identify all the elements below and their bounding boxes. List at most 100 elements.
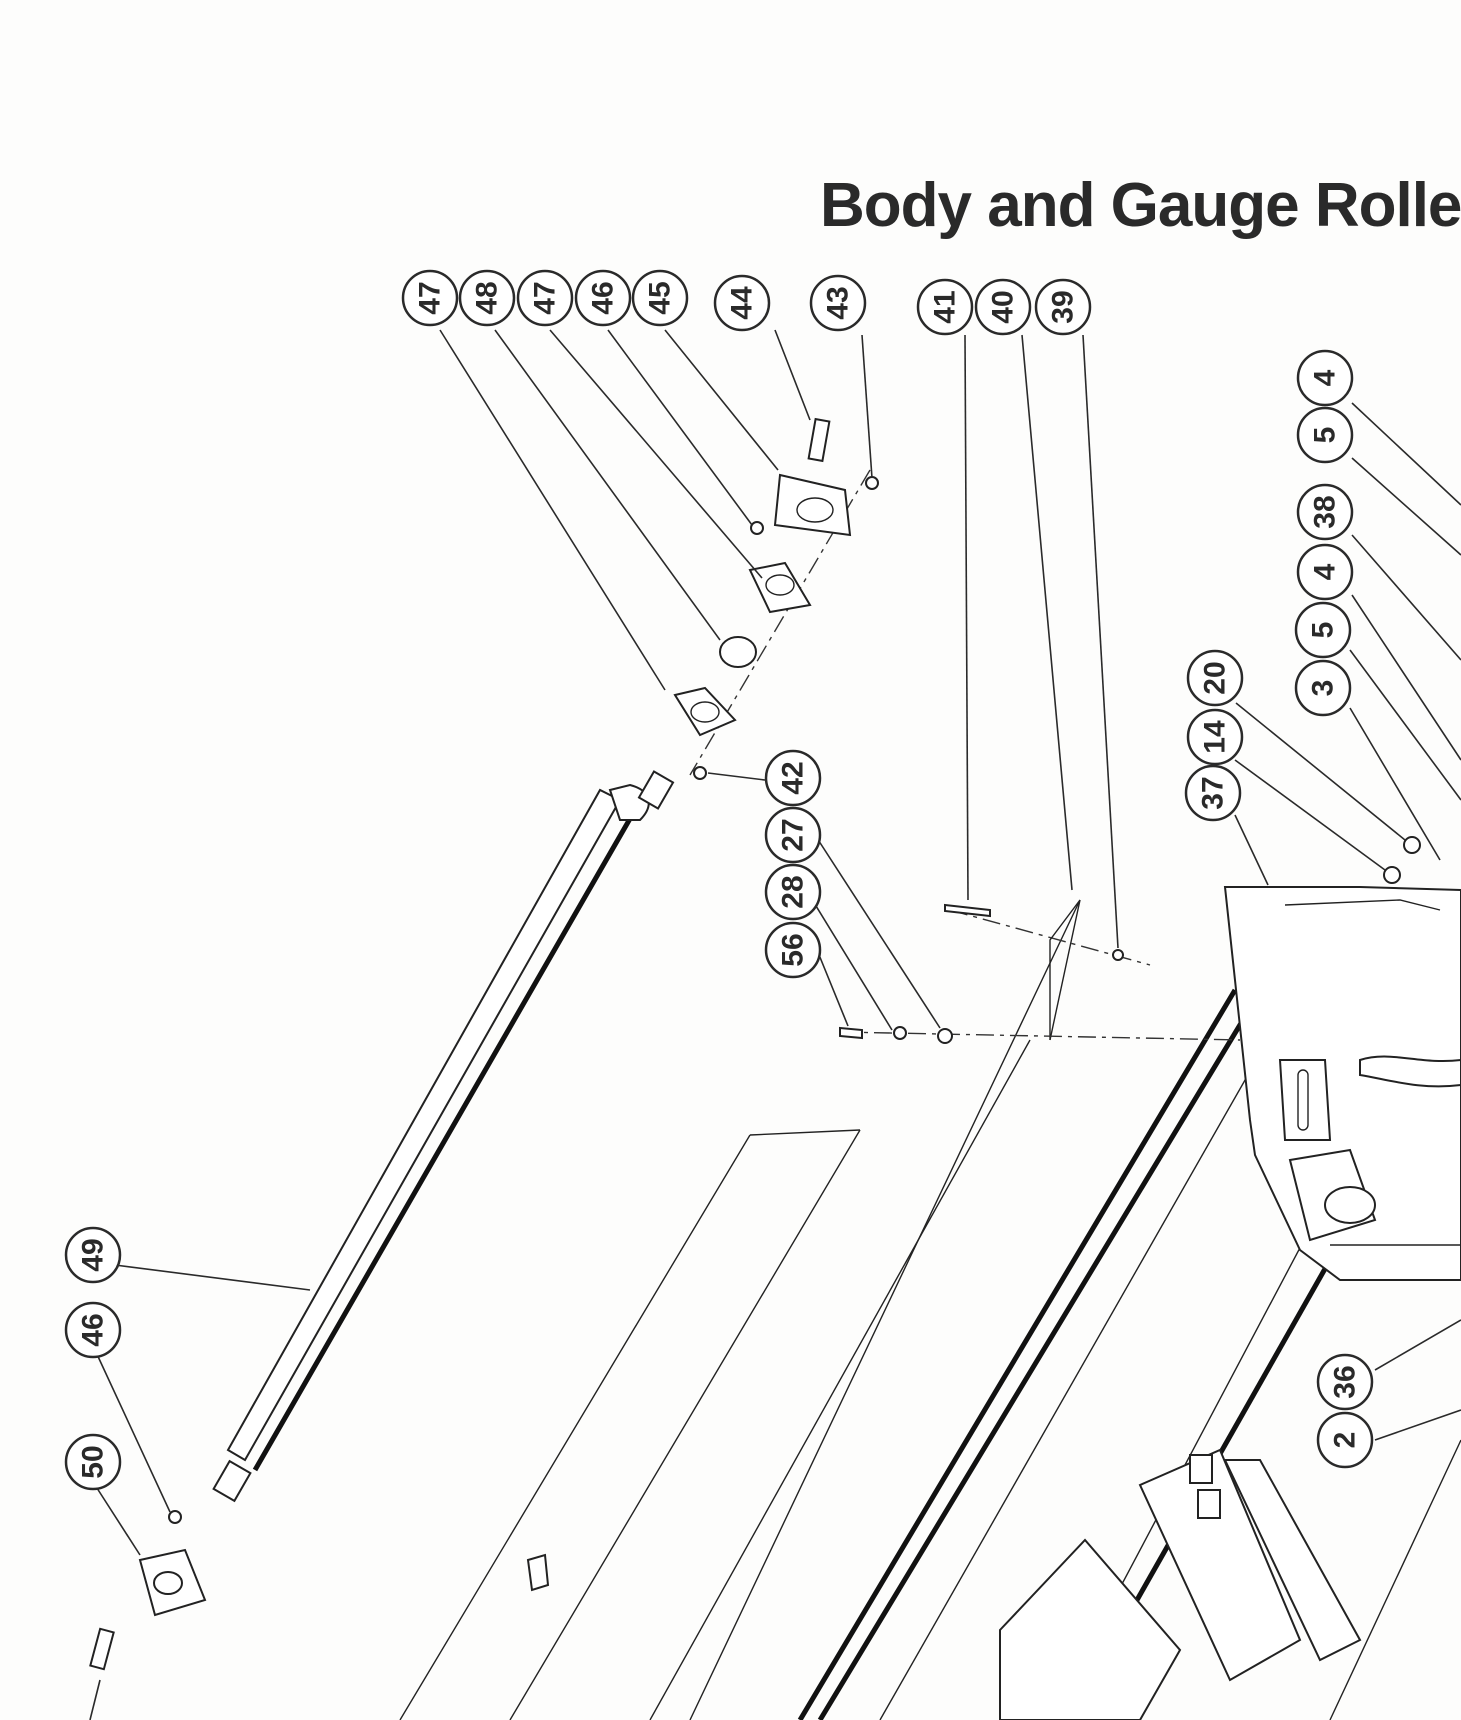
bearing-plate-45 — [773, 473, 852, 537]
callout-bubble: 45 — [631, 269, 689, 327]
pivot-arm-40 — [1049, 899, 1081, 1040]
nut-20 — [1403, 836, 1421, 854]
callout-bubble: 28 — [764, 863, 822, 921]
pivot-hardware — [839, 836, 1421, 1044]
body-rail-2 — [689, 899, 1081, 1720]
callout-bubble: 46 — [64, 1301, 122, 1359]
fastener-axis — [839, 1031, 1241, 1041]
flange-47-upper-hole — [765, 574, 795, 596]
roller-shading — [252, 808, 638, 1472]
end-frame-tube-end — [1324, 1186, 1376, 1224]
diagram-title: Body and Gauge Roller — [820, 171, 1461, 240]
end-frame-cutout — [1359, 1055, 1461, 1088]
callout-label: 41 — [929, 290, 962, 323]
bolt-46-lower — [168, 1510, 182, 1524]
flange-47-lower-hole — [690, 701, 720, 723]
callout-bubble: 42 — [764, 749, 822, 807]
callout-bubble: 37 — [1184, 764, 1242, 822]
nut-42 — [693, 766, 707, 780]
decal-2 — [1197, 1489, 1221, 1519]
callout-bubble: 40 — [974, 278, 1032, 336]
body-panel-top — [749, 1129, 861, 1136]
callout-label: 50 — [77, 1445, 110, 1478]
callout-bubble: 27 — [764, 806, 822, 864]
callout-label: 37 — [1197, 776, 1230, 809]
end-frame-slot — [1297, 1069, 1309, 1131]
panel-block — [526, 1553, 550, 1592]
body-rail-heavy-1 — [797, 988, 1238, 1720]
callout-bubble: 36 — [1316, 1353, 1374, 1411]
callout-bubble: 46 — [574, 269, 632, 327]
body-frame — [399, 886, 1461, 1720]
washer-27 — [937, 1028, 953, 1044]
callout-bubble: 50 — [64, 1433, 122, 1491]
end-frame-lip — [1284, 899, 1441, 911]
roller-tube — [226, 788, 622, 1462]
callout-label: 5 — [1307, 622, 1340, 639]
bearing-plate-45-hole — [796, 497, 834, 523]
body-rail-cap — [1049, 899, 1081, 1041]
nut-43 — [865, 476, 879, 490]
callout-bubble: 44 — [713, 274, 771, 332]
callout-label: 39 — [1047, 290, 1080, 323]
callout-label: 38 — [1309, 495, 1342, 528]
bracket-50-bearing — [153, 1571, 183, 1595]
bolt-56 — [839, 1026, 863, 1040]
callout-label: 3 — [1307, 680, 1340, 697]
decal-1 — [1189, 1454, 1213, 1484]
callout-label: 20 — [1199, 661, 1232, 694]
bearing-48 — [719, 636, 757, 668]
roller-end-top — [608, 783, 650, 821]
washer-14 — [1383, 866, 1401, 884]
gauge-roller — [212, 770, 675, 1503]
callout-label: 28 — [777, 875, 810, 908]
callout-bubble: 20 — [1186, 649, 1244, 707]
callout-bubble: 5 — [1296, 406, 1354, 464]
callout-label: 48 — [471, 281, 504, 314]
support-strut — [1223, 1459, 1362, 1662]
callout-bubble: 14 — [1186, 708, 1244, 766]
callout-label: 40 — [987, 290, 1020, 323]
flange-47-upper — [748, 561, 812, 614]
callout-label: 5 — [1309, 427, 1342, 444]
callout-label: 43 — [822, 286, 855, 319]
callout-bubble: 4 — [1296, 543, 1354, 601]
callout-label: 56 — [777, 933, 810, 966]
callout-label: 4 — [1309, 563, 1342, 580]
strap-44 — [807, 417, 831, 463]
bolt-46 — [750, 521, 764, 535]
callout-label: 14 — [1199, 720, 1232, 754]
callout-bubble: 47 — [401, 269, 459, 327]
callout-label: 27 — [777, 818, 810, 851]
body-rail-5 — [1329, 1439, 1461, 1720]
body-panel-edge-2 — [509, 1129, 861, 1720]
body-rail-heavy-2 — [817, 998, 1258, 1720]
callout-bubble: 39 — [1034, 278, 1092, 336]
callout-label: 47 — [529, 281, 562, 314]
body-rail-3 — [879, 1009, 1286, 1720]
callout-label: 2 — [1329, 1432, 1362, 1449]
flange-47-lower — [673, 686, 737, 737]
bolt-41 — [944, 903, 991, 918]
callout-bubble: 38 — [1296, 483, 1354, 541]
callout-bubble: 3 — [1294, 659, 1352, 717]
roller-shaft-bottom — [212, 1459, 252, 1503]
body-rail-heavy-3 — [1117, 1258, 1333, 1632]
callout-bubble: 2 — [1316, 1411, 1374, 1469]
callout-bubble: 49 — [64, 1226, 122, 1284]
callout-bubble: 48 — [458, 269, 516, 327]
roller-shaft-top — [637, 770, 675, 810]
callout-label: 42 — [777, 761, 810, 794]
callout-bubble: 43 — [809, 274, 867, 332]
callout-label: 44 — [726, 286, 759, 320]
callout-bubble: 47 — [516, 269, 574, 327]
pin-39 — [1112, 949, 1124, 961]
callout-bubble: 41 — [916, 278, 974, 336]
callout-label: 46 — [587, 281, 620, 314]
callout-label: 45 — [644, 281, 677, 314]
body-rail-1 — [649, 1039, 1031, 1720]
leader-lines — [89, 329, 1461, 1720]
callout-label: 46 — [77, 1313, 110, 1346]
